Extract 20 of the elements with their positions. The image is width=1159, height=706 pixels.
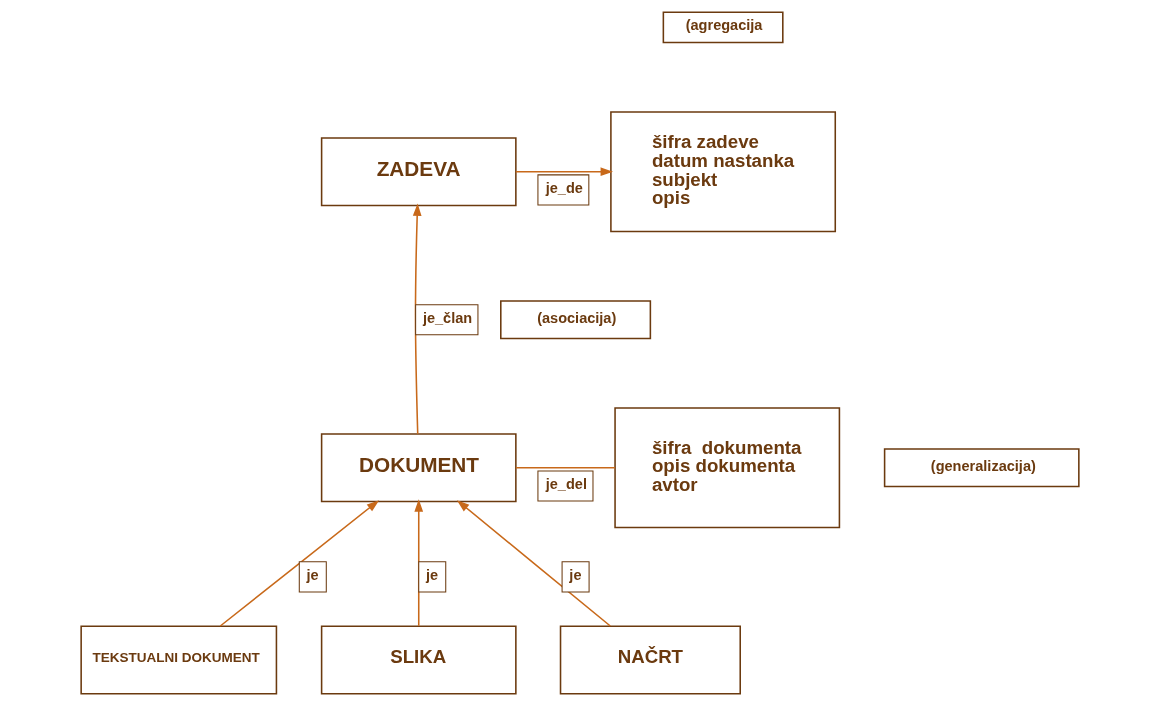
node-box: ZADEVA	[320, 137, 517, 207]
arrow	[219, 500, 379, 627]
arrow	[456, 500, 611, 627]
edge-label: je	[568, 567, 581, 584]
edge-label: je	[425, 567, 438, 584]
node-box: šifra zadeve datum nastanka subjekt opis	[609, 111, 836, 233]
node-box: TEKSTUALNI DOKUMENT	[79, 625, 277, 695]
connector	[514, 467, 616, 469]
node-box: DOKUMENT	[320, 433, 517, 503]
edge-label: je	[306, 567, 319, 584]
node-box: SLIKA	[320, 625, 517, 695]
node-box: NAČRT	[559, 625, 741, 695]
node-box: (agregacija	[662, 11, 784, 44]
node-box: (asociacija)	[499, 300, 651, 340]
edge-label: je_član	[422, 310, 472, 327]
arrow	[514, 167, 613, 177]
node-box: šifra dokumenta opis dokumenta avtor	[613, 407, 840, 529]
node-box: (generalizacija)	[883, 448, 1080, 488]
edge-label: je_del	[545, 476, 587, 493]
edge-label: je_de	[545, 180, 583, 197]
